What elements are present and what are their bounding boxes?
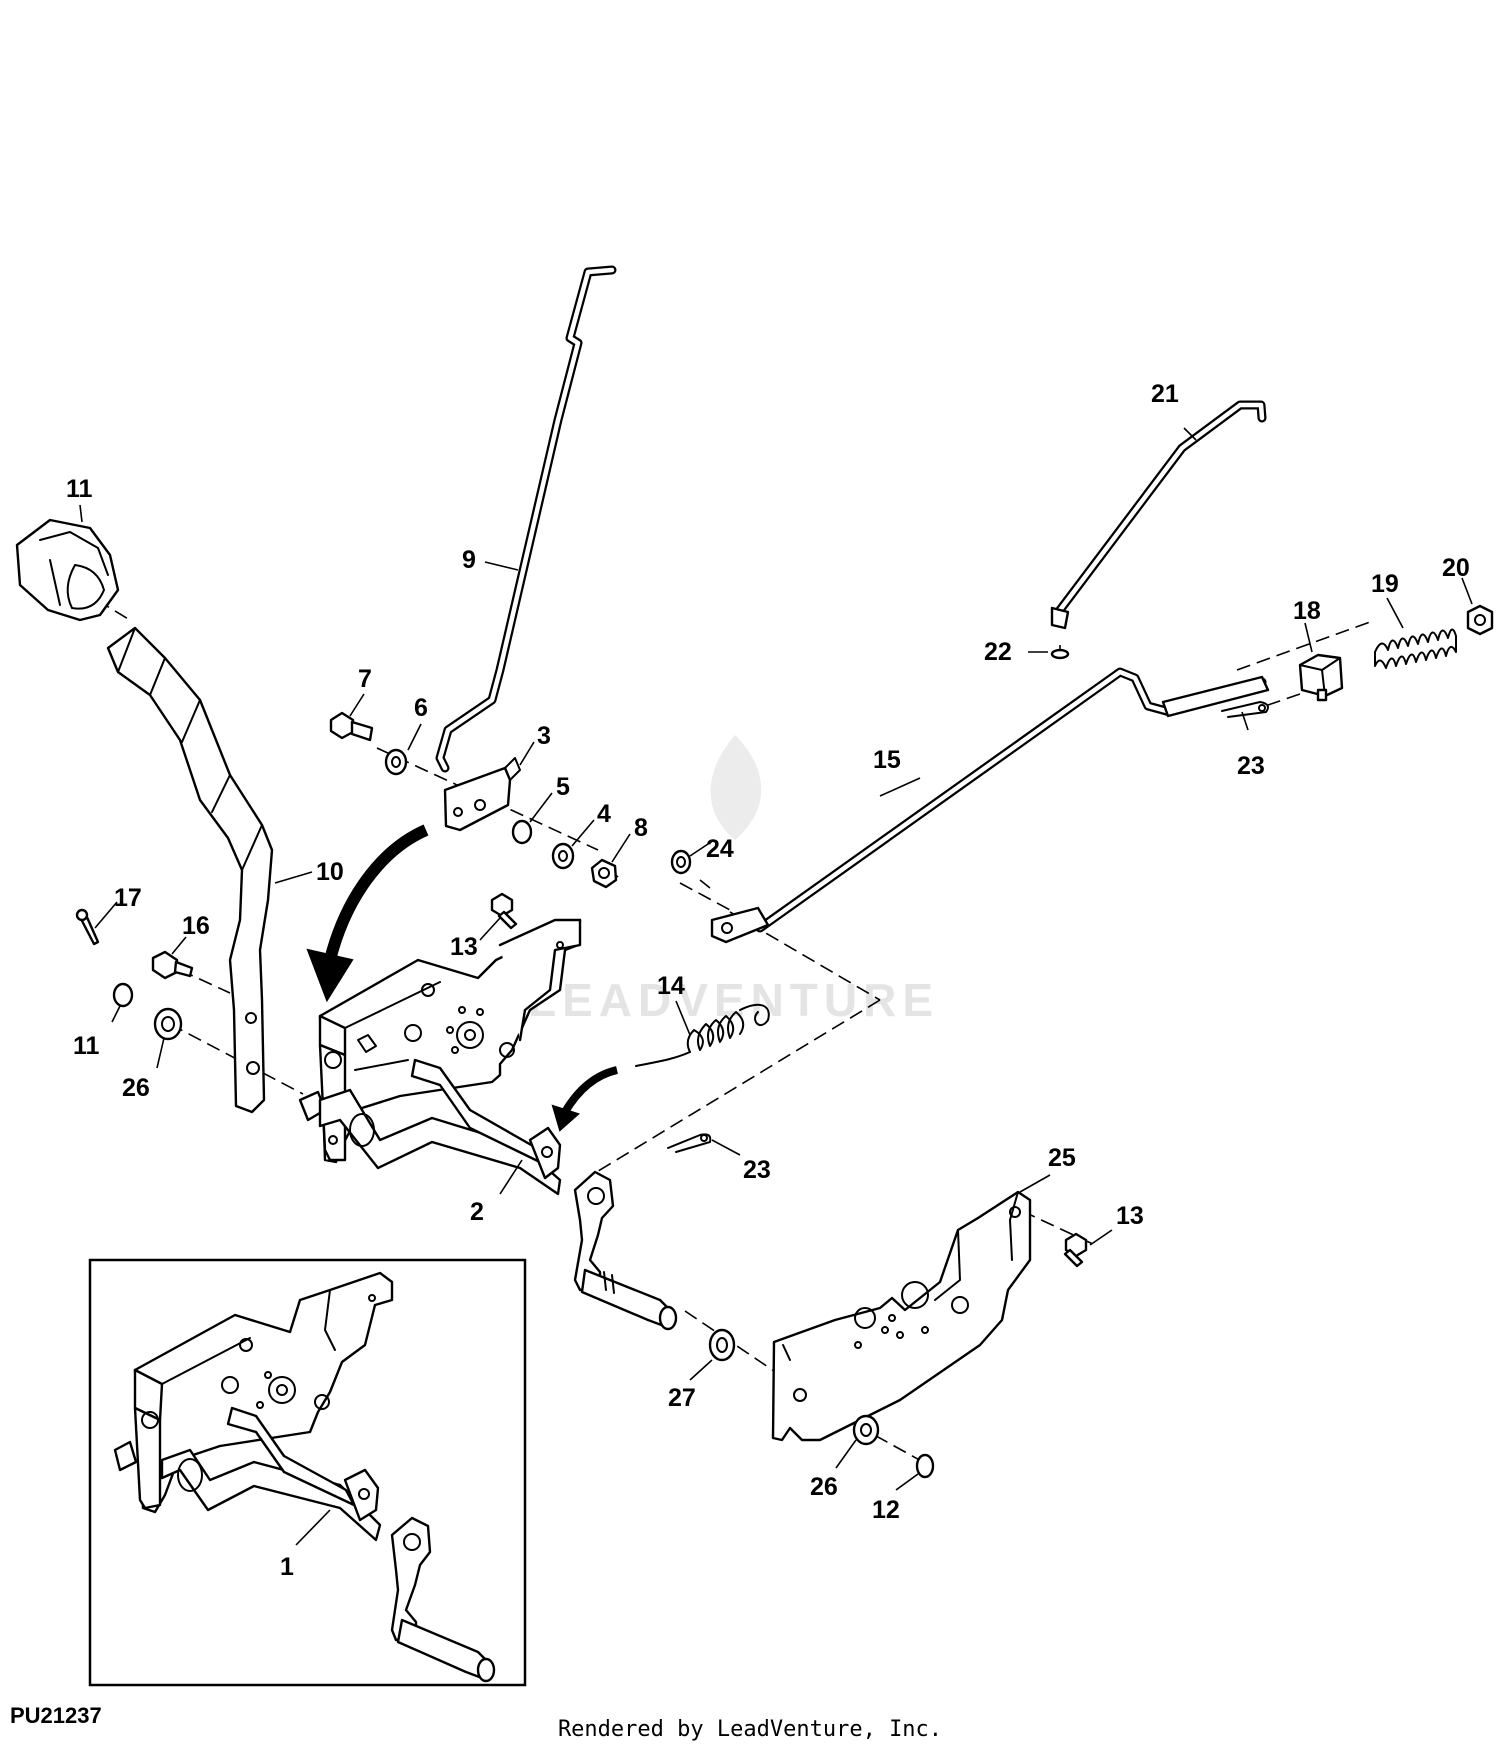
part-2-rockshaft <box>298 1058 562 1196</box>
watermark-text: LEADVENTURE <box>528 974 939 1026</box>
part-25-right-plate <box>771 1190 1032 1442</box>
figure-id-label: PU21237 <box>10 1703 102 1728</box>
callout-26-left: 26 <box>122 1074 150 1102</box>
part-2-rockshaft-frame <box>318 918 582 1164</box>
part-24-washer <box>670 849 692 875</box>
part-23-cotter-pin-lower <box>667 1133 712 1153</box>
part-6-washer <box>384 748 408 776</box>
part-17-rod <box>710 667 1270 944</box>
inset-assembly-view <box>88 1258 527 1687</box>
callout-20: 20 <box>1442 554 1470 582</box>
part-5-bushing <box>511 819 533 845</box>
callout-1: 1 <box>280 1553 294 1581</box>
callout-15: 16 <box>182 912 210 940</box>
callout-16: 17 <box>114 884 142 912</box>
callout-13-upper: 13 <box>450 933 478 961</box>
callout-25: 25 <box>1048 1144 1076 1172</box>
callout-11-left: 11 <box>73 1032 100 1060</box>
part-11-retaining-ring-right <box>915 1453 935 1479</box>
part-19-spring <box>1374 628 1457 669</box>
watermark: LEADVENTURE <box>528 735 939 1026</box>
callout-18: 18 <box>1293 597 1321 625</box>
part-3-bracket <box>443 757 521 832</box>
part-26-washer-left <box>153 1007 183 1041</box>
part-9-lift-rod <box>435 265 617 773</box>
callout-12: 11 <box>66 475 93 503</box>
callout-17: 15 <box>873 746 901 774</box>
callout-21: 21 <box>1151 380 1179 408</box>
callout-26-right: 26 <box>810 1473 838 1501</box>
part-27-washer <box>708 1328 736 1362</box>
callout-24: 24 <box>706 835 734 863</box>
part-2-rockshaft-arm <box>573 1170 678 1331</box>
part-11-retaining-ring-left <box>112 982 134 1008</box>
callout-13-right: 13 <box>1116 1202 1144 1230</box>
part-14-spring <box>635 1003 770 1067</box>
part-22-clip <box>1050 648 1070 660</box>
callout-27: 27 <box>668 1384 696 1412</box>
part-16-pin <box>75 908 100 946</box>
callout-14: 14 <box>657 972 685 1000</box>
part-8-nut <box>590 858 618 889</box>
part-12-lift-handle-knob <box>15 518 120 622</box>
leader-lines <box>79 427 1473 1546</box>
render-credit: Rendered by LeadVenture, Inc. <box>557 1717 943 1742</box>
part-21-rod <box>1050 400 1267 630</box>
callout-19: 19 <box>1371 570 1399 598</box>
part-10-lift-handle <box>106 626 274 1114</box>
callout-10: 10 <box>316 858 344 886</box>
arrow-14-to-shaft <box>551 1066 619 1132</box>
part-13-screw-right <box>1063 1232 1088 1268</box>
arrow-3-to-frame <box>306 824 429 1003</box>
part-23-cotter-pin-upper <box>1221 701 1269 718</box>
callout-5: 5 <box>556 773 570 801</box>
callout-6: 6 <box>414 694 428 722</box>
callout-11-right: 12 <box>872 1496 900 1524</box>
part-7-bolt <box>329 711 374 742</box>
part-20-nut <box>1466 604 1494 636</box>
callouts: 11 9 7 6 3 5 4 8 10 17 16 13 11 26 14 2 … <box>66 380 1470 1581</box>
callout-4: 4 <box>597 800 611 828</box>
watermark-flame-icon <box>710 735 762 840</box>
callout-23-upper: 23 <box>1237 752 1265 780</box>
callout-22: 22 <box>984 638 1012 666</box>
part-15-bolt <box>151 950 194 980</box>
callout-7: 7 <box>358 665 372 693</box>
part-26-washer-right <box>852 1414 880 1446</box>
callout-8: 8 <box>634 814 648 842</box>
callout-2: 2 <box>470 1198 484 1226</box>
part-4-washer <box>551 842 575 870</box>
part-18-swivel-block <box>1298 653 1344 702</box>
part-13-screw-upper <box>490 892 518 930</box>
callout-9: 9 <box>462 546 476 574</box>
callout-23-lower: 23 <box>743 1156 771 1184</box>
callout-3: 3 <box>537 722 551 750</box>
